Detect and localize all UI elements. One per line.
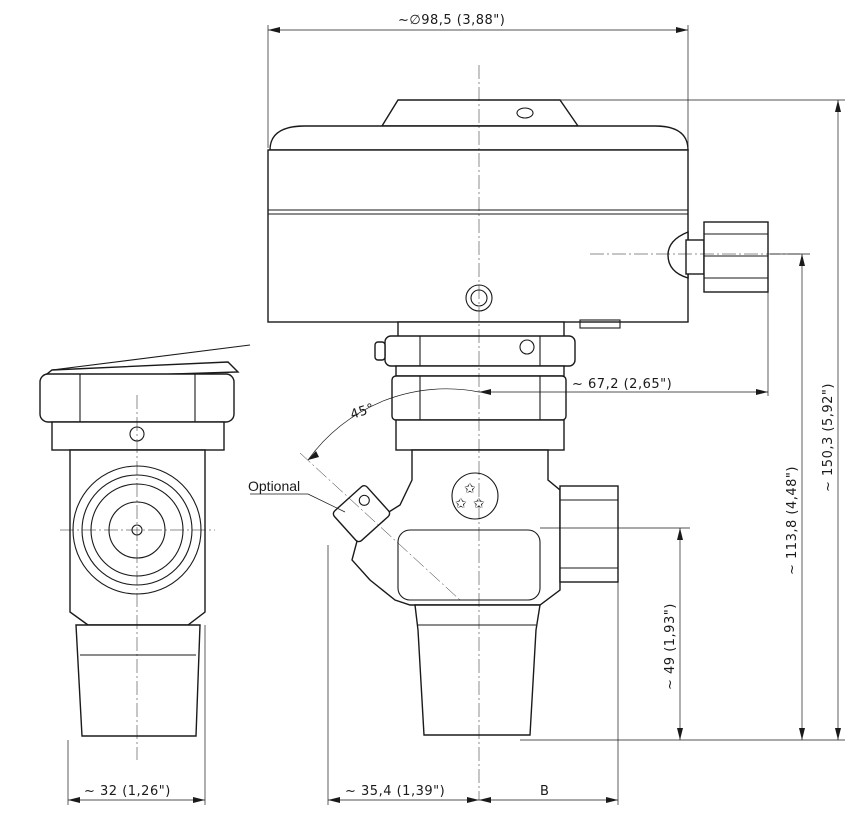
dimension-lines xyxy=(67,25,845,805)
dim-angle: 45° xyxy=(349,401,377,423)
dim-lower-height: ~ 49 (1,93") xyxy=(663,603,678,690)
side-port-fitting xyxy=(667,221,769,293)
dim-left-width: ~ 32 (1,26") xyxy=(84,784,171,799)
svg-text:✩: ✩ xyxy=(473,496,485,512)
dim-front-left-width: ~ 35,4 (1,39") xyxy=(345,784,445,799)
neck-nuts xyxy=(374,321,576,451)
actuator-head xyxy=(267,99,689,329)
center-lines xyxy=(60,65,800,800)
dim-top-diameter: ~∅98,5 (3,88") xyxy=(398,13,505,28)
dim-side-width: ~ 67,2 (2,65") xyxy=(572,377,672,392)
svg-text:✩: ✩ xyxy=(464,481,476,497)
dim-port-height: ~ 113,8 (4,48") xyxy=(785,466,800,575)
dim-b: B xyxy=(540,784,549,799)
label-optional: Optional xyxy=(248,478,300,494)
side-view xyxy=(39,344,251,737)
svg-text:✩: ✩ xyxy=(455,496,467,512)
valve-body: ✩ ✩ ✩ xyxy=(332,449,619,736)
dim-total-height: ~ 150,3 (5,92") xyxy=(821,383,836,492)
